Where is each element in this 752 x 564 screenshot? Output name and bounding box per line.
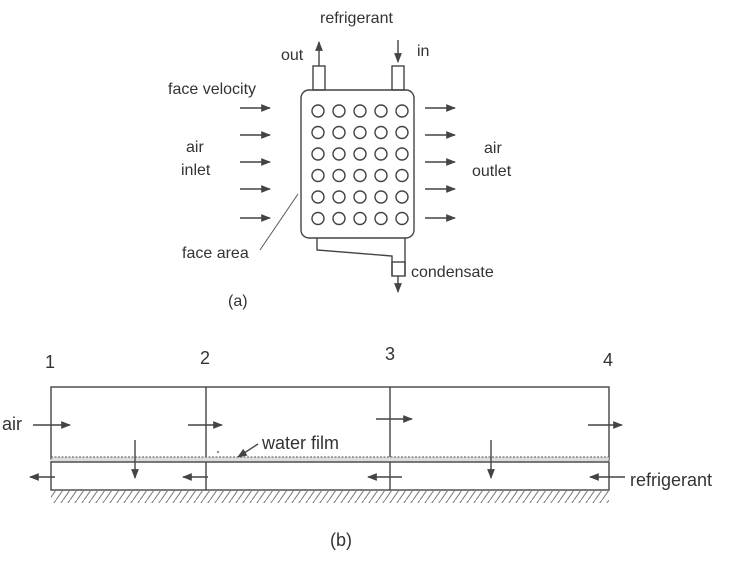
drain-outlet <box>391 261 406 277</box>
refrigerant-out-label: out <box>281 47 304 64</box>
tube <box>395 168 409 183</box>
station-label-2: 2 <box>200 348 210 368</box>
tube <box>332 211 346 226</box>
outlet-arrows <box>425 104 456 222</box>
outlet-pipe <box>312 65 326 91</box>
tube <box>353 168 367 183</box>
inlet-pipe <box>391 65 405 91</box>
tube <box>374 104 388 118</box>
diagram-b: 1 2 3 4 air water film refrigerant (b) <box>2 344 712 550</box>
tube <box>311 168 325 183</box>
diagram-a: refrigerant out in condensate face veloc… <box>168 10 512 310</box>
tube <box>332 147 346 161</box>
tube <box>332 190 346 204</box>
coil-body <box>300 89 415 239</box>
tube <box>395 211 409 226</box>
drain-pipe-left <box>316 238 393 276</box>
tube <box>353 125 367 140</box>
refrigerant-label-a: refrigerant <box>320 10 393 27</box>
tube <box>311 147 325 161</box>
station-label-4: 4 <box>603 350 613 370</box>
air-outlet-label-line1: air <box>484 140 502 157</box>
tube <box>374 125 388 140</box>
air-outlet-label-line2: outlet <box>472 163 512 180</box>
wall-hatching <box>51 491 609 503</box>
tube <box>353 147 367 161</box>
caption-b: (b) <box>330 530 352 550</box>
caption-a: (a) <box>228 293 248 310</box>
refrigerant-label-b: refrigerant <box>630 470 712 490</box>
face-area-pointer <box>259 193 299 251</box>
tube <box>353 211 367 226</box>
tube <box>332 125 346 140</box>
water-film-label: water film <box>261 433 339 453</box>
tube <box>353 104 367 118</box>
tube <box>332 104 346 118</box>
flow-arrows-b <box>29 415 625 481</box>
tube <box>374 211 388 226</box>
water-film-pointer <box>237 443 259 458</box>
condensate-label: condensate <box>411 264 494 281</box>
air-inlet-label-line2: inlet <box>181 162 211 179</box>
face-area-label: face area <box>182 245 249 262</box>
tube <box>374 147 388 161</box>
speck <box>217 451 219 453</box>
tube <box>311 104 325 118</box>
tube-grid <box>311 104 409 226</box>
tube <box>374 168 388 183</box>
air-label-b: air <box>2 414 22 434</box>
station-label-3: 3 <box>385 344 395 364</box>
face-velocity-label: face velocity <box>168 81 256 98</box>
tube <box>395 125 409 140</box>
tube <box>311 125 325 140</box>
air-inlet-label-line1: air <box>186 139 204 156</box>
tube <box>311 190 325 204</box>
refrigerant-in-label: in <box>417 43 429 60</box>
inlet-arrows <box>240 104 271 222</box>
tube <box>374 190 388 204</box>
tube <box>395 190 409 204</box>
station-label-1: 1 <box>45 352 55 372</box>
tube <box>395 147 409 161</box>
tube <box>353 190 367 204</box>
refrigerant-channel <box>50 461 610 491</box>
tube <box>311 211 325 226</box>
tube <box>395 104 409 118</box>
tube <box>332 168 346 183</box>
